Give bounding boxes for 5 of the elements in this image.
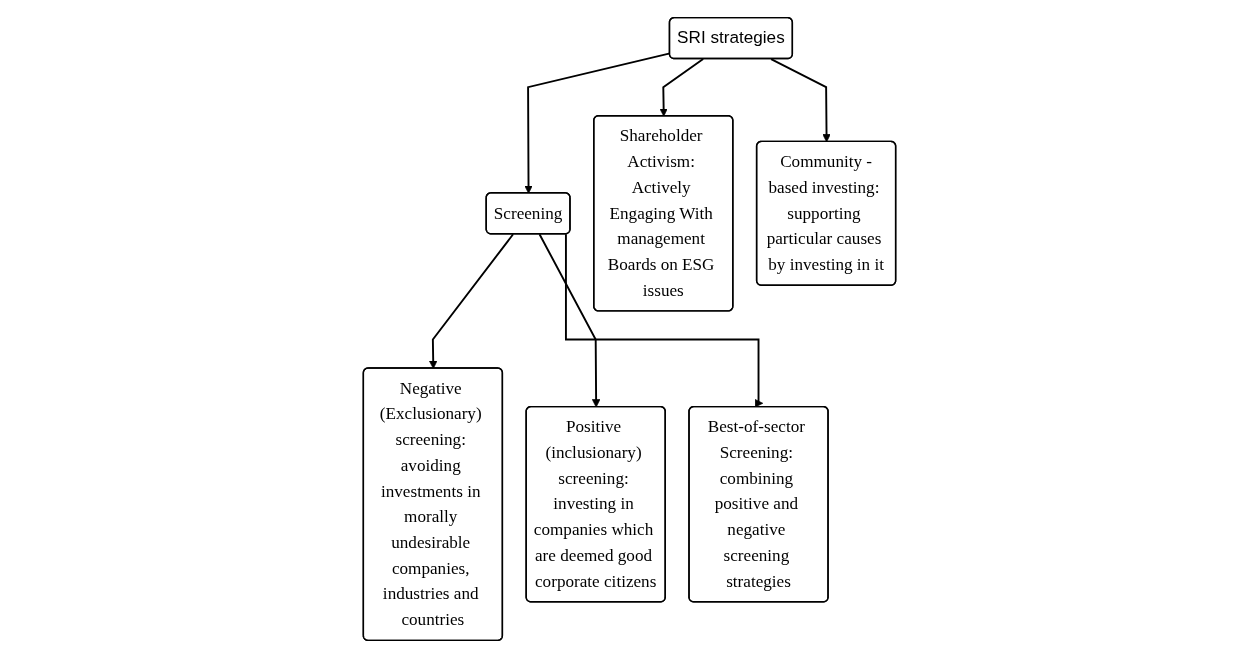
arrow	[564, 233, 764, 408]
arrow	[429, 233, 515, 369]
arrow	[659, 58, 705, 117]
arrow	[538, 233, 601, 408]
arrow	[770, 58, 831, 143]
